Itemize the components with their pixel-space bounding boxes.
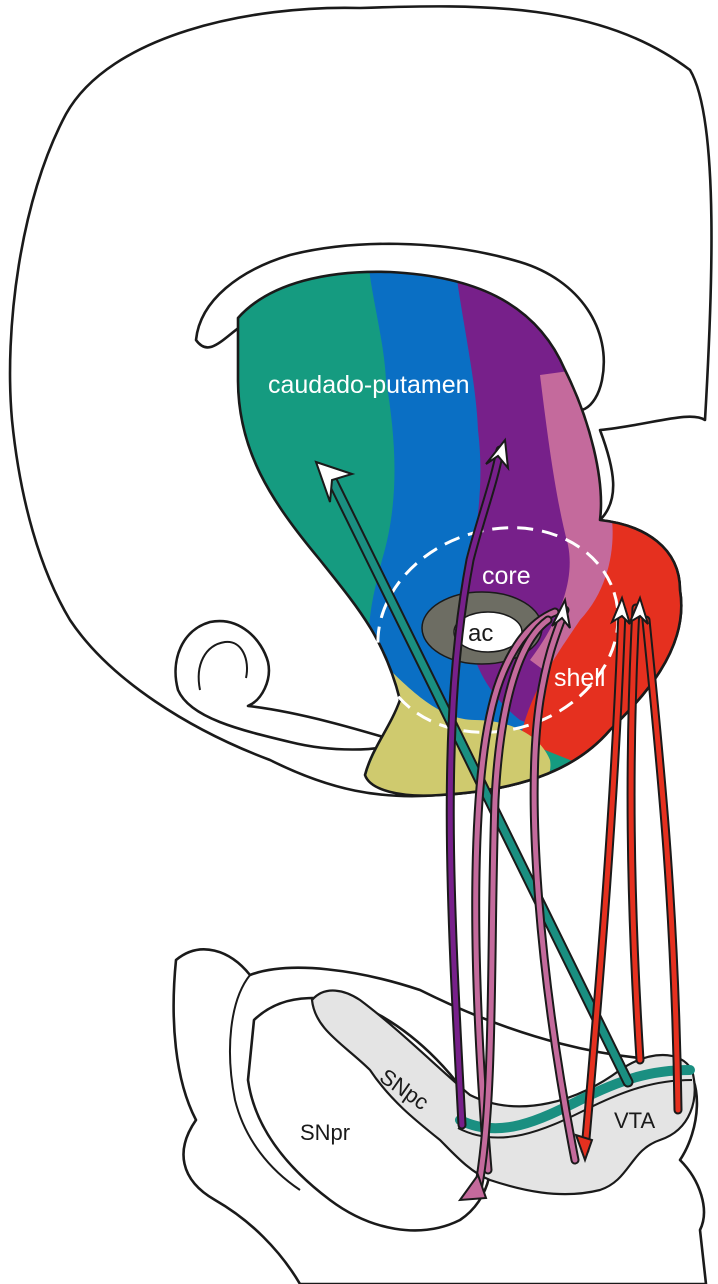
shell-label: shell bbox=[554, 664, 605, 692]
ac-label: ac bbox=[468, 620, 493, 647]
caudate-putamen-label: caudado-putamen bbox=[268, 371, 470, 399]
vta-label: VTA bbox=[614, 1108, 655, 1133]
core-label: core bbox=[482, 562, 531, 590]
snpr-label: SNpr bbox=[300, 1120, 350, 1145]
